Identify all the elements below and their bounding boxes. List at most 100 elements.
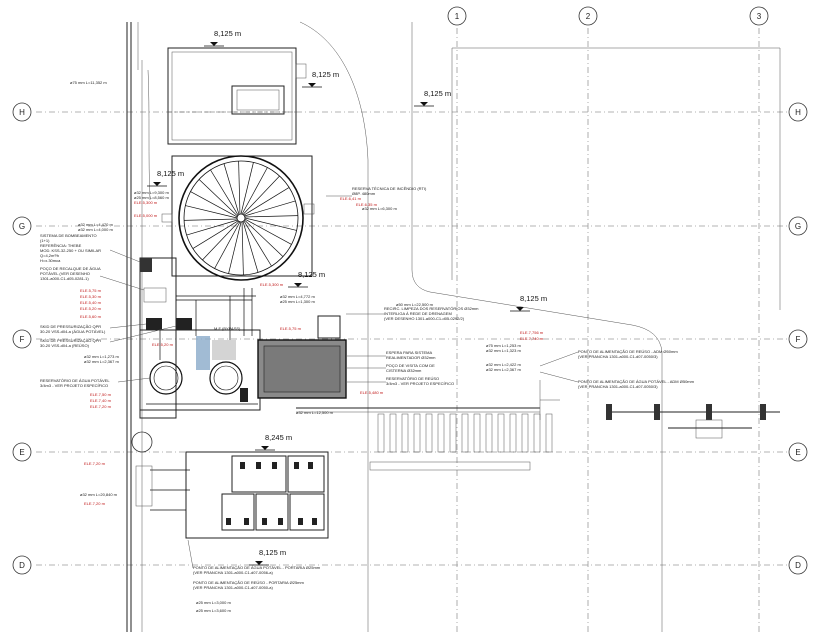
grid-bubble-row-e-left: E	[12, 442, 32, 462]
level-marker: 8,245 m	[255, 433, 292, 451]
grid-bubble-label: F	[796, 335, 801, 344]
elevation-tag: ELE.6,35 m	[356, 202, 378, 207]
note-feeder-spare: ESPERA PARA SISTEMA	[386, 350, 432, 355]
tank-spoke	[244, 218, 292, 245]
note-skid-potable: SKID DE PRESSURIZAÇÃO QPR	[40, 324, 101, 329]
level-marker: 8,125 m	[414, 89, 451, 107]
level-marker-value: 8,125 m	[214, 29, 241, 38]
pipe-tag: ø25 mm L=1,300 m	[280, 299, 315, 304]
note-fire-reserve-tank-2: Ø8P. 480mm	[352, 191, 376, 196]
pipe-tag: ø32 mm L=2,367 m	[84, 359, 119, 364]
tank-spoke	[241, 221, 244, 275]
plumbing-fixture	[278, 518, 283, 525]
grid-bubble-row-h-right: H	[788, 102, 808, 122]
elevation-tag: ELE.5,75 m	[80, 288, 102, 293]
note-potable-reservoir: RESERVATÓRIO DE ÁGUA POTÁVEL	[40, 378, 110, 383]
grid-bubble-row-f-left: F	[12, 329, 32, 349]
plumbing-fixture	[298, 518, 303, 525]
parking-stall	[413, 413, 421, 453]
note-recalque-well: POÇO DE RECALQUE DE ÁGUA	[40, 266, 101, 271]
grid-bubble-label: H	[795, 108, 801, 117]
tank-spoke	[228, 221, 242, 274]
elevation-tag: ELE.5,480 m	[360, 390, 384, 395]
note-cleaning-recirc-2: INTERLIGA À REDE DE DRENAGEM	[384, 311, 452, 316]
parking-stall	[473, 413, 481, 453]
elevation-tag: ELE.7,20 m	[84, 461, 106, 466]
level-marker-value: 8,125 m	[520, 294, 547, 303]
grid-bubble-col-3: 3	[749, 6, 769, 26]
note-pump-system: SISTEMA DE BOMBEAMENTO	[40, 233, 97, 238]
pump-room	[139, 257, 347, 419]
parking-area	[296, 380, 780, 471]
tank-spoke	[192, 220, 239, 249]
level-marker-value: 8,125 m	[312, 70, 339, 79]
pipe-tag: ø32 mm L=12,500 m	[296, 410, 334, 415]
tank-spoke	[244, 217, 297, 231]
tank-spoke	[242, 175, 280, 215]
tank-spoke	[243, 187, 290, 216]
note-skid-reuse-2: 30-20 VSS-d04-a (REÚSO)	[40, 343, 90, 348]
tank-spoke	[243, 220, 272, 267]
level-marker: 8,125 m	[302, 70, 339, 88]
tank-spoke	[238, 161, 241, 215]
tank-spoke	[240, 162, 254, 215]
pipe-tag: ø75 mm L=11,352 m	[70, 80, 107, 85]
parking-stall	[425, 413, 433, 453]
pipe-tag: ø32 mm L=4,772 m	[280, 294, 315, 299]
grid-bubble-row-g-right: G	[788, 216, 808, 236]
parking-stall	[377, 413, 385, 453]
note-reuse-reservoir-2: 3/4m3 - VER PROJETO ESPECÍFICO	[386, 381, 454, 386]
grid-bubble-label: F	[20, 335, 25, 344]
parking-stall	[533, 413, 541, 453]
note-fire-reserve-tank: RESERVA TÉCNICA DE INCÊNDIO (RTI)	[352, 186, 427, 191]
level-marker: 8,125 m	[249, 548, 286, 566]
note-cleaning-recirc: RECIRC. LIMPEZA DOS RESERVATÓRIOS Ø32mm	[384, 306, 479, 311]
grid-bubble-label: 2	[586, 12, 591, 21]
grid-bubble-label: 1	[455, 12, 460, 21]
elevation-tag: ELE.7,40 m	[90, 398, 112, 403]
elevation-tag: ELE.7,756 m	[520, 330, 544, 335]
elevation-tag: ELE.5,300 m	[134, 200, 158, 205]
tank-spoke	[202, 221, 240, 261]
level-marker-symbol	[308, 83, 316, 87]
level-marker-symbol	[294, 283, 302, 287]
level-marker: 8,125 m	[204, 29, 241, 47]
parking-stall	[437, 413, 445, 453]
level-marker-value: 8,125 m	[157, 169, 184, 178]
note-inspection-well: POÇO DE VISITA COM DE	[386, 363, 435, 368]
gatehouse	[131, 431, 329, 539]
plumbing-fixture	[244, 518, 249, 525]
site-boundaries	[126, 21, 781, 632]
elevation-tag: ELE.6,41 m	[340, 196, 362, 201]
note-pump-system-3: REFERÊNCIA: THEBE	[40, 243, 82, 248]
top-building	[167, 47, 307, 145]
parking-stall	[461, 413, 469, 453]
grid-bubble-row-d-right: D	[788, 555, 808, 575]
level-marker: 8,125 m	[510, 294, 547, 312]
pipe-tag: ø32 mm L=4,000 m	[78, 227, 113, 232]
grid-lines	[36, 28, 789, 632]
elevation-tag: ELE.5,60 m	[80, 314, 102, 319]
note-gatehouse-reuse: PONTO DE ALIMENTAÇÃO DE REÚSO - PORTARIA…	[193, 580, 305, 585]
plumbing-fixture	[308, 462, 313, 469]
pipe-tag: ø32 mm L=9,300 m	[134, 190, 169, 195]
pipe-tags: ø75 mm L=11,352 m ø32 mm L=9,300 m ø25 m…	[70, 80, 521, 613]
fire-reserve-tank	[161, 155, 315, 281]
plumbing-fixture	[294, 462, 299, 469]
note-reuse-feed-point: PONTO DE ALIMENTAÇÃO DE REÚSO - ADM Ø50m…	[578, 349, 678, 354]
plumbing-fixture	[256, 462, 261, 469]
elevation-tag: ELE.5,300 m	[260, 282, 284, 287]
note-cleaning-recirc-3: (VER DESENHO 1301-a000-C1-d05-0292/2)	[384, 316, 465, 321]
pipe-tag: ø25 mm L=3,000 m	[196, 600, 231, 605]
note-pump-system-5: Q=4,2m³/h	[40, 253, 59, 258]
right-fence	[606, 404, 780, 439]
plumbing-fixture	[312, 518, 317, 525]
tank-spoke	[190, 191, 238, 218]
level-marker-symbol	[261, 446, 269, 450]
grid-bubble-row-f-right: F	[788, 329, 808, 349]
note-potable-reservoir-2: 3/4m3 - VER PROJETO ESPECÍFICO	[40, 383, 108, 388]
note-skid-potable-2: 30-20 VSS-d04-a (ÁGUA POTÁVEL)	[40, 329, 106, 334]
plumbing-fixture	[262, 518, 267, 525]
grid-bubble-label: E	[19, 448, 24, 457]
grid-bubbles: 1 2 3 H G F E D H G F E D	[12, 6, 808, 575]
